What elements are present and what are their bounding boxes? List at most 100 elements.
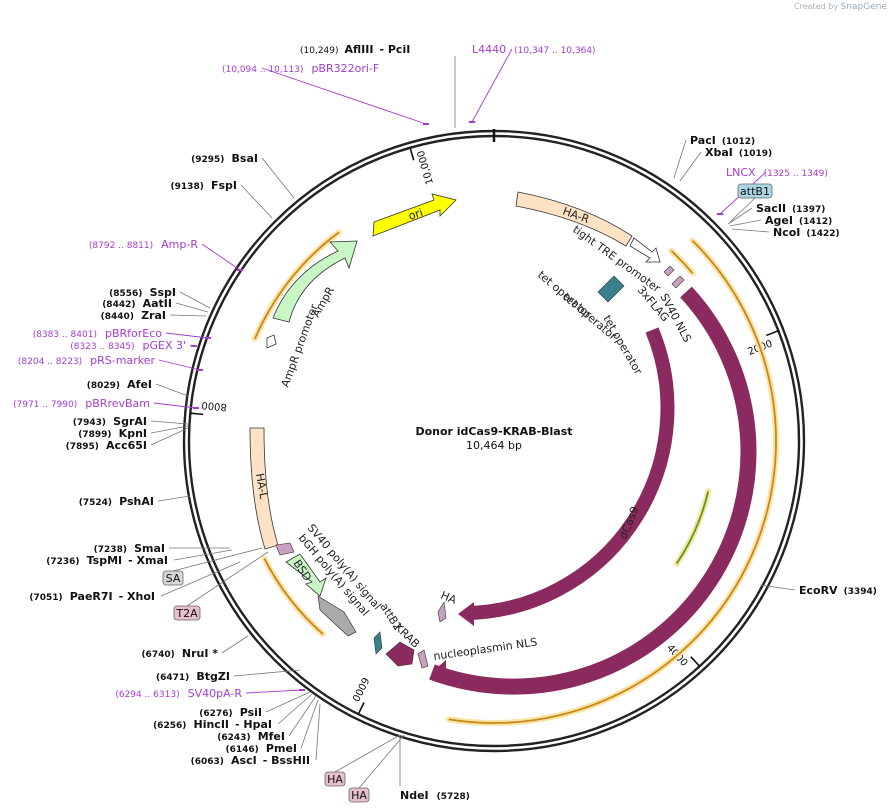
feature-arc[interactable] — [254, 231, 340, 340]
label-leader — [150, 427, 189, 446]
primer-label[interactable]: L4440(10,347 .. 10,364) — [472, 43, 596, 56]
tet-operator-block[interactable]: tet operator tet operator tet operator — [535, 268, 645, 377]
primer-label[interactable]: (7971 .. 7990)pBRrevBam — [13, 397, 150, 410]
primer-label[interactable]: (10,094 .. 10,113)pBR322ori-F — [222, 62, 379, 75]
ruler-tick — [357, 702, 365, 715]
enzyme-label[interactable]: (9295) BsaI — [191, 152, 258, 165]
enzyme-label[interactable]: (6276) PsiI — [199, 706, 262, 719]
enzyme-label[interactable]: EcoRV(3394) — [799, 584, 877, 597]
label-leader — [221, 635, 249, 654]
box-leader — [172, 547, 263, 572]
ruler-tick — [190, 412, 204, 416]
label-leader — [315, 703, 321, 761]
enzyme-label-top[interactable]: (10,249)AflIII- PciI — [300, 43, 410, 56]
label-leader — [240, 184, 273, 219]
box-leader — [186, 551, 269, 607]
enzyme-label[interactable]: (8556) SspI — [109, 286, 176, 299]
primer-label[interactable]: LNCX(1325 .. 1349) — [726, 166, 828, 179]
enzyme-label[interactable]: (7051) PaeR7I- XhoI — [29, 590, 155, 603]
feature-arc[interactable] — [263, 558, 324, 635]
box-leader — [729, 197, 756, 223]
ruler-label: 10,000 — [416, 149, 436, 186]
primer-leader — [158, 359, 201, 371]
boxed-feature[interactable] — [737, 183, 773, 199]
ruler-tick — [765, 329, 779, 337]
primer-leader — [245, 689, 303, 694]
boxed-feature-label: T2A — [175, 607, 198, 620]
ori-feature[interactable]: ori — [372, 193, 457, 237]
enzyme-label[interactable]: XbaI(1019) — [705, 146, 772, 159]
primer-label[interactable]: (8323 .. 8345)pGEX 3' — [70, 339, 186, 352]
enzyme-label[interactable]: (6256) HincII- HpaI — [153, 718, 272, 731]
enzyme-label[interactable]: SacII(1397) — [756, 202, 825, 215]
enzyme-label[interactable]: (6471) BtgZI — [156, 670, 230, 683]
label-leader — [169, 314, 207, 317]
enzyme-label[interactable]: (7943) SgrAI — [73, 415, 147, 428]
enzyme-label[interactable]: (6740) NruI * — [141, 647, 218, 660]
ha-r-label: HA-R — [561, 205, 591, 227]
label-leader — [233, 669, 301, 677]
enzyme-label[interactable]: AgeI(1412) — [765, 214, 832, 227]
boxed-feature[interactable] — [348, 787, 370, 803]
box-leader — [358, 734, 405, 789]
label-leader — [150, 420, 189, 425]
primer-label[interactable]: (8204 .. 8223)pRS-marker — [18, 354, 156, 367]
enzyme-label[interactable]: (6146) PmeI — [226, 742, 298, 755]
nucleoplasmin-nls-feature[interactable]: nucleoplasmin NLS — [417, 636, 538, 669]
enzyme-label[interactable]: (8440) ZraI — [101, 309, 166, 322]
enzyme-label[interactable]: (7238) SmaI — [94, 542, 165, 555]
enzyme-label[interactable]: (6243) MfeI — [217, 730, 285, 743]
ruler-tick — [690, 656, 701, 667]
enzyme-label[interactable]: (7524) PshAI — [79, 495, 154, 508]
enzyme-label[interactable]: (6063) AscI- BssHII — [191, 754, 310, 767]
boxed-feature[interactable] — [173, 605, 201, 621]
primer-label[interactable]: (6294 .. 6313)SV40pA-R — [115, 687, 242, 700]
enzyme-label[interactable]: (9138) FspI — [171, 179, 237, 192]
primer-leader — [261, 67, 427, 125]
primer-label[interactable]: (8383 .. 8401)pBRforEco — [33, 327, 163, 340]
feature-arcs — [251, 229, 780, 726]
label-leader — [261, 157, 295, 199]
label-leader — [729, 219, 762, 227]
label-leader — [727, 207, 753, 225]
enzyme-label[interactable]: (7236) TspMI- XmaI — [46, 554, 168, 567]
sv40-polya-label: SV40 poly(A) signal — [305, 522, 384, 613]
feature-arc[interactable] — [670, 250, 694, 275]
enzyme-label[interactable]: (8442) AatII — [102, 297, 172, 310]
label-leader — [731, 228, 770, 233]
feature-arc[interactable] — [675, 491, 710, 565]
primer-leader — [201, 243, 241, 271]
boxed-feature-label: HA — [351, 789, 367, 802]
enzyme-label[interactable]: NcoI(1422) — [773, 226, 840, 239]
feature-arc[interactable] — [448, 240, 777, 724]
label-leader — [277, 693, 313, 725]
label-leader — [179, 291, 211, 309]
label-leader — [173, 549, 233, 561]
ha-tag-feature[interactable]: HA — [437, 589, 459, 623]
cas9-feature[interactable]: Cas9 — [429, 286, 757, 695]
enzyme-label-bottom[interactable]: NdeI(5728) — [400, 789, 470, 802]
ha-l-feature[interactable]: HA-L — [249, 427, 279, 550]
label-leader — [157, 495, 191, 502]
primer-label[interactable]: (8792 .. 8811)Amp-R — [89, 238, 198, 251]
ruler-label: 6000 — [349, 675, 370, 703]
primer-leader — [165, 332, 209, 339]
ha-r-feature[interactable]: HA-R — [515, 191, 633, 247]
plasmid-size: 10,464 bp — [466, 439, 522, 452]
primer-leader — [153, 402, 197, 409]
boxed-feature-label: attB1 — [740, 185, 770, 198]
enzyme-label[interactable]: (8029) AfeI — [87, 378, 152, 391]
snapgene-logo: SnapGene — [840, 2, 887, 12]
label-leader — [175, 302, 209, 313]
snapgene-credit: Created by SnapGene — [794, 2, 887, 12]
primer-leader — [471, 48, 513, 123]
enzyme-label[interactable]: (7899) KpnI — [78, 427, 147, 440]
enzyme-label[interactable]: (7895) Acc65I — [66, 439, 147, 452]
label-leader — [300, 699, 319, 749]
boxed-feature[interactable] — [162, 570, 184, 586]
label-leader — [150, 425, 189, 434]
boxed-feature[interactable] — [324, 771, 346, 787]
ori-label: ori — [407, 206, 425, 223]
enzyme-label[interactable]: PacI(1012) — [690, 134, 755, 147]
